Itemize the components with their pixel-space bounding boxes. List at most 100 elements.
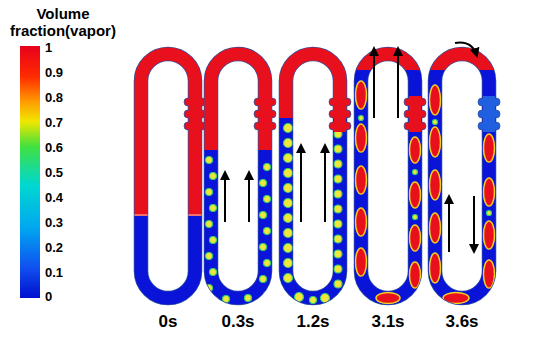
vapor-slug [356, 124, 367, 152]
liquid [351, 40, 425, 310]
tube-fill [131, 40, 205, 310]
liquid [131, 40, 205, 310]
bubble [264, 260, 271, 267]
bubble [334, 205, 342, 213]
bubble [334, 265, 342, 273]
vapor-slug [410, 137, 421, 163]
flow-arrow [455, 43, 477, 56]
tick-label: 0 [45, 290, 52, 304]
flow-arrow [224, 172, 226, 222]
tick-label: 0.6 [45, 141, 63, 155]
bubble [260, 276, 267, 283]
bubble [334, 280, 342, 288]
tick-label: 0.8 [45, 91, 63, 105]
bubble [206, 285, 213, 292]
bubble [284, 229, 293, 238]
bubble [359, 116, 364, 121]
bubble [321, 294, 330, 303]
valve-core [334, 96, 346, 132]
bubble [264, 292, 271, 299]
liquid [276, 40, 350, 310]
flow-arrow [373, 48, 375, 118]
bubble [260, 212, 267, 219]
bubble [210, 269, 217, 276]
vapor-slug [410, 182, 421, 208]
vapor-slug [410, 262, 421, 288]
vapor-slug [410, 225, 421, 251]
bubble [206, 157, 213, 164]
valve-core [189, 96, 201, 132]
vapor-slug [484, 260, 495, 288]
bubble [264, 196, 271, 203]
bubble [284, 169, 293, 178]
bubble [334, 220, 342, 228]
bubble [334, 175, 342, 183]
bubble [260, 244, 267, 251]
tube-fill [351, 40, 425, 310]
bubble [413, 170, 418, 175]
bubble [206, 221, 213, 228]
bubble [260, 180, 267, 187]
bubble [334, 235, 342, 243]
bubble [433, 120, 438, 125]
color-bar [20, 46, 40, 298]
vapor-slug [484, 134, 495, 162]
time-label: 0.3s [221, 313, 254, 332]
bubble [284, 154, 293, 163]
tube-fill [425, 40, 499, 310]
liquid [201, 40, 275, 310]
bubble [284, 259, 293, 268]
bubble [223, 296, 230, 303]
vapor [425, 40, 499, 70]
bubble [334, 145, 342, 153]
time-label: 3.1s [371, 313, 404, 332]
vapor-slug [430, 253, 441, 283]
colorbar-title: Volume fraction(vapor) [3, 6, 123, 39]
bubble [264, 228, 271, 235]
vapor-slug [430, 85, 441, 115]
bubble [284, 124, 293, 133]
tube-fill [276, 40, 350, 310]
time-label: 1.2s [296, 313, 329, 332]
bubble [284, 199, 293, 208]
vapor-slug [430, 213, 441, 243]
valve-core [409, 96, 421, 132]
vapor [131, 40, 205, 215]
vapor-slug [430, 127, 441, 157]
valve-core [483, 96, 495, 132]
flow-arrow [473, 196, 475, 252]
interface [131, 214, 205, 216]
bubble [334, 250, 342, 258]
bubble [284, 214, 293, 223]
vapor-slug [356, 248, 367, 276]
bubble [284, 244, 293, 253]
bubble [206, 189, 213, 196]
tick-label: 0.5 [45, 166, 63, 180]
vapor-slug [484, 178, 495, 206]
liquid [425, 40, 499, 310]
flow-arrow [448, 196, 450, 252]
bubble [210, 173, 217, 180]
bubble [295, 293, 304, 302]
bubble [334, 190, 342, 198]
bubble [206, 253, 213, 260]
tick-label: 1 [45, 41, 52, 55]
tube-fill [201, 40, 275, 310]
tick-label: 0.2 [45, 241, 63, 255]
vapor [201, 40, 275, 150]
flow-arrow [300, 145, 302, 222]
tick-label: 0.1 [45, 266, 63, 280]
bubble [210, 237, 217, 244]
valve-core [259, 96, 271, 132]
vapor-slug [376, 293, 400, 304]
bubble [487, 211, 492, 216]
vapor-slug [443, 293, 469, 304]
flow-arrow [324, 145, 326, 222]
vapor-slug [356, 166, 367, 194]
bubble [264, 164, 271, 171]
bubble [334, 160, 342, 168]
flow-arrow [248, 172, 250, 222]
flow-arrow [397, 48, 399, 118]
loops [131, 40, 500, 310]
